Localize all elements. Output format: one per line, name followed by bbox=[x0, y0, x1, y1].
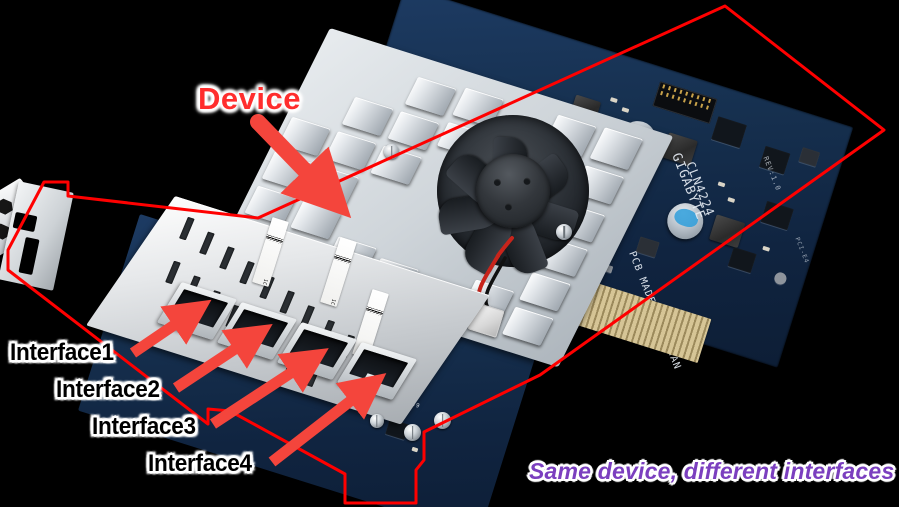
heatsink-screw-1 bbox=[384, 144, 399, 159]
standoff-1 bbox=[404, 424, 421, 441]
interface-4-label: Interface4 bbox=[148, 450, 252, 477]
standoff-2 bbox=[434, 412, 451, 429]
heatsink-screw-2 bbox=[556, 224, 572, 240]
standoff-3 bbox=[370, 414, 384, 428]
caption-label: Same device, different interfaces bbox=[529, 458, 895, 484]
interface-2-label: Interface2 bbox=[56, 376, 160, 403]
device-label: Device bbox=[198, 81, 301, 116]
interface-1-label: Interface1 bbox=[10, 339, 114, 366]
interface-3-label: Interface3 bbox=[92, 413, 196, 440]
